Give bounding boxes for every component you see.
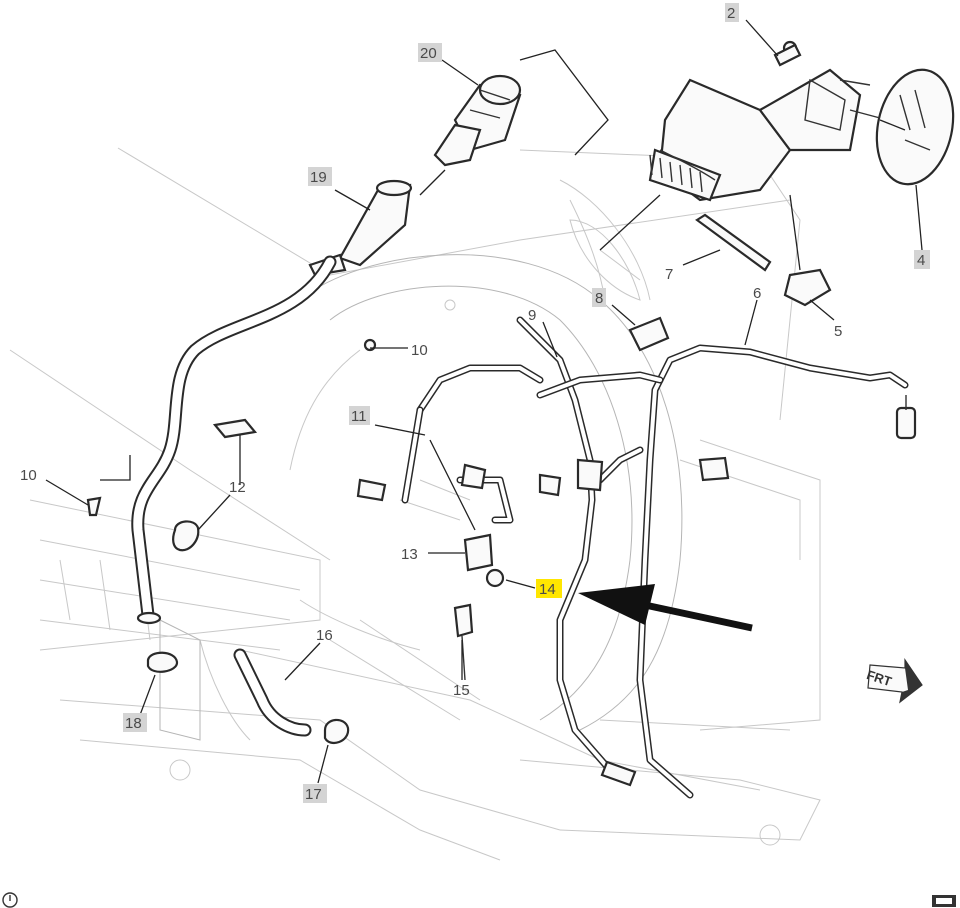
callout-16-label: 16 — [316, 627, 333, 644]
bracket-7 — [695, 213, 772, 272]
callout-4-label: 4 — [917, 252, 925, 269]
pointer-arrow — [578, 584, 753, 632]
vehicle-body-background — [9, 147, 821, 861]
bracket-15 — [453, 603, 474, 681]
callout-11-label: 11 — [351, 408, 367, 425]
hose-16 — [233, 648, 312, 737]
clamp-17 — [323, 718, 350, 745]
callout-12-label: 12 — [229, 479, 246, 496]
callout-4: 4 — [914, 250, 930, 269]
leader-lines — [45, 19, 923, 784]
callout-6-label: 6 — [753, 285, 761, 302]
callout-14-label: 14 — [539, 581, 556, 598]
callout-13: 13 — [401, 546, 418, 563]
fuel-door-4 — [839, 68, 955, 186]
pipe-9 — [516, 316, 664, 787]
valve-14 — [485, 568, 505, 588]
front-direction-label: FRT — [865, 667, 894, 689]
fuel-door-housing — [648, 40, 862, 202]
callout-7-label: 7 — [665, 266, 673, 283]
callout-5: 5 — [834, 323, 842, 340]
callout-13-label: 13 — [401, 546, 418, 563]
callout-18-label: 18 — [125, 715, 142, 732]
callout-8-label: 8 — [595, 290, 603, 307]
callout-9: 9 — [528, 307, 536, 324]
clamp-18 — [146, 651, 179, 673]
callout-10b-label: 10 — [20, 467, 37, 484]
front-direction-indicator: FRT — [865, 658, 923, 704]
bottom-right-logo-icon — [932, 895, 956, 907]
valve-5 — [783, 268, 832, 307]
callout-2: 2 — [725, 3, 739, 22]
callout-17-label: 17 — [305, 786, 322, 803]
callout-7: 7 — [665, 266, 673, 283]
callout-2-label: 2 — [727, 5, 735, 22]
callout-9-label: 9 — [528, 307, 536, 324]
callout-8: 8 — [592, 288, 606, 307]
filler-hose — [131, 255, 337, 625]
callout-15: 15 — [453, 682, 470, 699]
callout-12: 12 — [229, 479, 246, 496]
clip-12 — [172, 418, 258, 552]
bottom-left-icon — [2, 892, 18, 908]
callout-10b: 10 — [20, 467, 37, 484]
callout-20: 20 — [418, 43, 442, 62]
pipe-11 — [356, 364, 730, 524]
callout-5-label: 5 — [834, 323, 842, 340]
vent-pipe-6 — [636, 344, 917, 799]
callout-17: 17 — [303, 784, 327, 803]
filler-housing-20 — [433, 74, 522, 167]
callout-18: 18 — [123, 713, 147, 732]
callout-6: 6 — [753, 285, 761, 302]
callout-15-label: 15 — [453, 682, 470, 699]
clip-8 — [628, 316, 670, 352]
callout-10a: 10 — [411, 342, 428, 359]
callout-10a-label: 10 — [411, 342, 428, 359]
callout-20-label: 20 — [420, 45, 437, 62]
valve-13 — [463, 533, 494, 572]
callout-11: 11 — [349, 406, 370, 425]
callout-16: 16 — [316, 627, 333, 644]
callout-19-label: 19 — [310, 169, 327, 186]
callout-14: 14 — [536, 579, 562, 598]
callout-19: 19 — [308, 167, 332, 186]
